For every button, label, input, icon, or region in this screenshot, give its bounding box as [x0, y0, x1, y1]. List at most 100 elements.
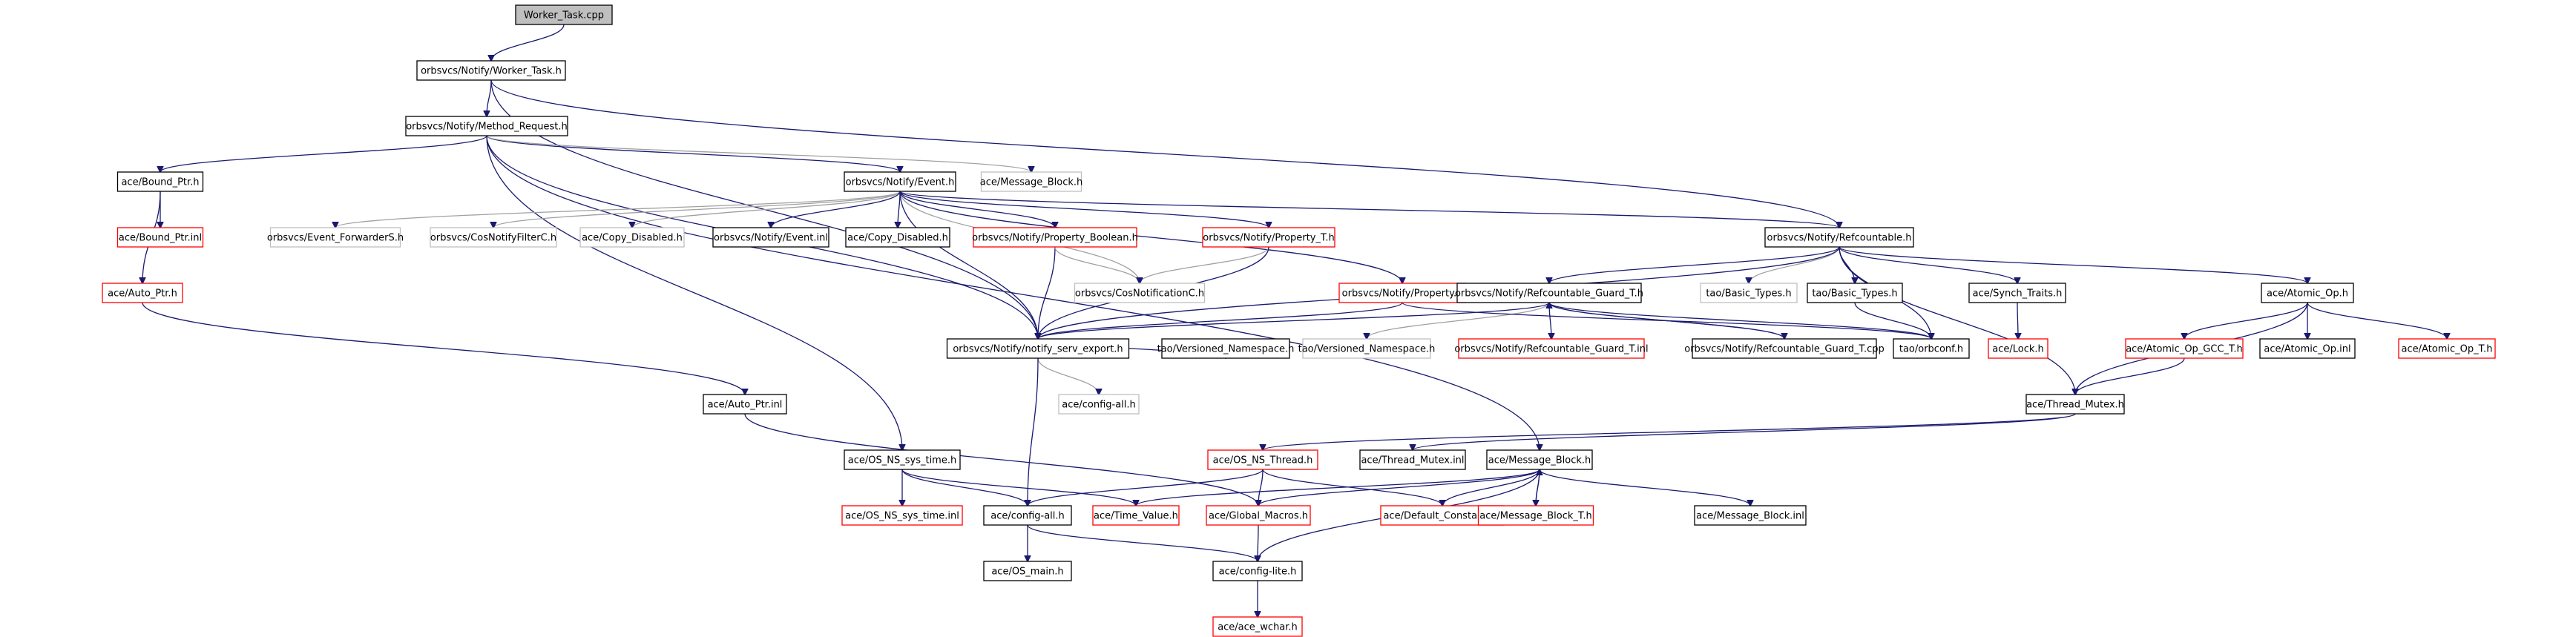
node-label: orbsvcs/Notify/Refcountable_Guard_T.h	[1455, 288, 1643, 300]
node-message-block-h[interactable]: ace/Message_Block.h	[1486, 449, 1593, 470]
node-auto-ptr-inl[interactable]: ace/Auto_Ptr.inl	[703, 394, 787, 415]
node-refcountable-guard-t-h[interactable]: orbsvcs/Notify/Refcountable_Guard_T.h	[1455, 283, 1643, 303]
edge-root-to-worker_task_h	[491, 24, 565, 61]
edge-refcountable_h-to-tao_basic_types_gray	[1749, 246, 1840, 283]
edge-property_boolean-to-cosnotificationc	[1054, 246, 1140, 283]
node-config-lite[interactable]: ace/config-lite.h	[1212, 561, 1303, 581]
edge-os_ns_thread-to-config_all	[1028, 469, 1264, 506]
node-label: ace/Atomic_Op.h	[2267, 288, 2348, 300]
node-box	[269, 227, 401, 248]
node-time-value[interactable]: ace/Time_Value.h	[1092, 505, 1180, 526]
node-event-inl[interactable]: orbsvcs/Notify/Event.inl	[712, 227, 829, 248]
edge-event_h-to-cosnotifyfilterc	[493, 191, 901, 228]
edge-message_block_h-to-default_constants	[1442, 469, 1540, 506]
node-method-request-h[interactable]: orbsvcs/Notify/Method_Request.h	[405, 116, 568, 136]
edge-method_request_h-to-os_ns_sys_time_h	[486, 135, 902, 450]
node-box	[980, 171, 1082, 192]
node-event-forwarders[interactable]: orbsvcs/Event_ForwarderS.h	[267, 227, 404, 248]
node-label: tao/Basic_Types.h	[1812, 288, 1897, 300]
node-box	[1212, 561, 1303, 581]
node-notify-serv-export[interactable]: orbsvcs/Notify/notify_serv_export.h	[946, 338, 1130, 359]
edge-refcountable_h-to-refcountable_guard_t_h	[1549, 246, 1840, 283]
edge-worker_task_h-to-refcountable_h	[490, 79, 1839, 228]
node-tao-versioned-ns-gray[interactable]: tao/Versioned_Namespace.h	[1298, 338, 1436, 359]
node-box	[1692, 338, 1877, 359]
node-os-ns-sys-time-inl[interactable]: ace/OS_NS_sys_time.inl	[841, 505, 963, 526]
node-box	[2259, 338, 2356, 359]
node-label: ace/Atomic_Op_T.h	[2402, 344, 2493, 355]
edge-refcountable_h-to-synch_traits	[1839, 246, 2017, 283]
node-label: tao/Versioned_Namespace.h	[1157, 344, 1295, 355]
node-os-ns-thread[interactable]: ace/OS_NS_Thread.h	[1207, 449, 1318, 470]
edge-event_h-to-copy_disabled_gray	[632, 191, 901, 228]
node-refcountable-h[interactable]: orbsvcs/Notify/Refcountable.h	[1764, 227, 1914, 248]
node-cosnotificationc[interactable]: orbsvcs/CosNotificationC.h	[1074, 283, 1206, 303]
node-event-h[interactable]: orbsvcs/Notify/Event.h	[844, 171, 956, 192]
node-atomic-op-t[interactable]: ace/Atomic_Op_T.h	[2398, 338, 2496, 359]
node-atomic-op-inl[interactable]: ace/Atomic_Op.inl	[2259, 338, 2356, 359]
node-synch-traits[interactable]: ace/Synch_Traits.h	[1968, 283, 2066, 303]
node-label: orbsvcs/Notify/Refcountable_Guard_T.inl	[1454, 344, 1648, 355]
node-config-all-gray[interactable]: ace/config-all.h	[1058, 394, 1140, 415]
node-thread-mutex-inl[interactable]: ace/Thread_Mutex.inl	[1359, 449, 1466, 470]
node-label: ace/Lock.h	[1992, 344, 2044, 355]
node-message-block-inl[interactable]: ace/Message_Block.inl	[1694, 505, 1807, 526]
node-refcountable-guard-t-cpp[interactable]: orbsvcs/Notify/Refcountable_Guard_T.cpp	[1684, 338, 1885, 359]
node-auto-ptr-h[interactable]: ace/Auto_Ptr.h	[102, 283, 183, 303]
node-root[interactable]: Worker_Task.cpp	[515, 4, 613, 25]
node-box	[1700, 283, 1798, 303]
node-box	[1207, 449, 1318, 470]
node-tao-versioned-ns[interactable]: tao/Versioned_Namespace.h	[1157, 338, 1295, 359]
node-atomic-op-gcc-t[interactable]: ace/Atomic_Op_GCC_T.h	[2125, 338, 2244, 359]
node-label: orbsvcs/Notify/Property_Boolean.h	[972, 233, 1138, 244]
node-message-block-h-gray[interactable]: ace/Message_Block.h	[980, 171, 1083, 192]
node-label: ace/config-all.h	[990, 511, 1065, 522]
node-label: orbsvcs/Notify/Property_T.h	[1203, 233, 1334, 244]
node-copy-disabled-gray[interactable]: ace/Copy_Disabled.h	[579, 227, 685, 248]
node-copy-disabled[interactable]: ace/Copy_Disabled.h	[845, 227, 950, 248]
edge-atomic_op_gcc_t-to-thread_mutex_h	[2075, 357, 2185, 395]
node-box	[946, 338, 1130, 359]
node-label: ace/config-all.h	[1062, 400, 1136, 411]
node-label: ace/config-lite.h	[1219, 567, 1297, 578]
node-lock-h[interactable]: ace/Lock.h	[1988, 338, 2048, 359]
node-os-ns-sys-time-h[interactable]: ace/OS_NS_sys_time.h	[844, 449, 961, 470]
edge-event_h-to-notify_serv_export	[899, 191, 1038, 339]
node-thread-mutex-h[interactable]: ace/Thread_Mutex.h	[2025, 394, 2125, 415]
edge-property_boolean-to-notify_serv_export	[1038, 246, 1056, 339]
node-label: ace/Message_Block.h	[1488, 455, 1591, 466]
node-tao-basic-types[interactable]: tao/Basic_Types.h	[1807, 283, 1903, 303]
node-box	[2398, 338, 2496, 359]
node-bound-ptr-inl[interactable]: ace/Bound_Ptr.inl	[116, 227, 204, 248]
node-os-main[interactable]: ace/OS_main.h	[983, 561, 1072, 581]
node-global-macros[interactable]: ace/Global_Macros.h	[1206, 505, 1311, 526]
node-label: ace/OS_NS_sys_time.inl	[845, 511, 959, 522]
node-label: tao/Versioned_Namespace.h	[1298, 344, 1436, 355]
node-cosnotifyfilterc[interactable]: orbsvcs/CosNotifyFilterC.h	[430, 227, 557, 248]
node-property-h[interactable]: orbsvcs/Notify/Property.h	[1338, 283, 1466, 303]
node-orbconf[interactable]: tao/orbconf.h	[1893, 338, 1970, 359]
node-label: orbsvcs/Notify/Method_Request.h	[406, 122, 568, 133]
node-label: ace/Copy_Disabled.h	[582, 233, 683, 244]
node-property-boolean[interactable]: orbsvcs/Notify/Property_Boolean.h	[972, 227, 1138, 248]
edge-event_h-to-event_inl	[771, 191, 901, 228]
node-label: ace/Message_Block.h	[980, 177, 1083, 188]
node-label: orbsvcs/Notify/notify_serv_export.h	[953, 344, 1123, 355]
edge-event_h-to-event_forwarders	[335, 191, 901, 228]
node-box	[1202, 227, 1335, 248]
edge-os_ns_sys_time_h-to-config_all	[901, 469, 1028, 506]
node-bound-ptr-h[interactable]: ace/Bound_Ptr.h	[116, 171, 204, 192]
node-box	[712, 227, 829, 248]
node-label: ace/Atomic_Op_GCC_T.h	[2126, 344, 2243, 355]
edge-atomic_op_h-to-atomic_op_gcc_t	[2184, 302, 2308, 339]
node-config-all[interactable]: ace/config-all.h	[983, 505, 1072, 526]
node-ace-wchar[interactable]: ace/ace_wchar.h	[1212, 616, 1303, 637]
node-tao-basic-types-gray[interactable]: tao/Basic_Types.h	[1700, 283, 1798, 303]
node-message-block-t[interactable]: ace/Message_Block_T.h	[1477, 505, 1594, 526]
node-refcountable-guard-t-inl[interactable]: orbsvcs/Notify/Refcountable_Guard_T.inl	[1454, 338, 1649, 359]
node-atomic-op-h[interactable]: ace/Atomic_Op.h	[2261, 283, 2354, 303]
node-worker-task-h[interactable]: orbsvcs/Notify/Worker_Task.h	[416, 60, 566, 81]
node-label: tao/orbconf.h	[1899, 344, 1963, 355]
node-property-t[interactable]: orbsvcs/Notify/Property_T.h	[1202, 227, 1335, 248]
